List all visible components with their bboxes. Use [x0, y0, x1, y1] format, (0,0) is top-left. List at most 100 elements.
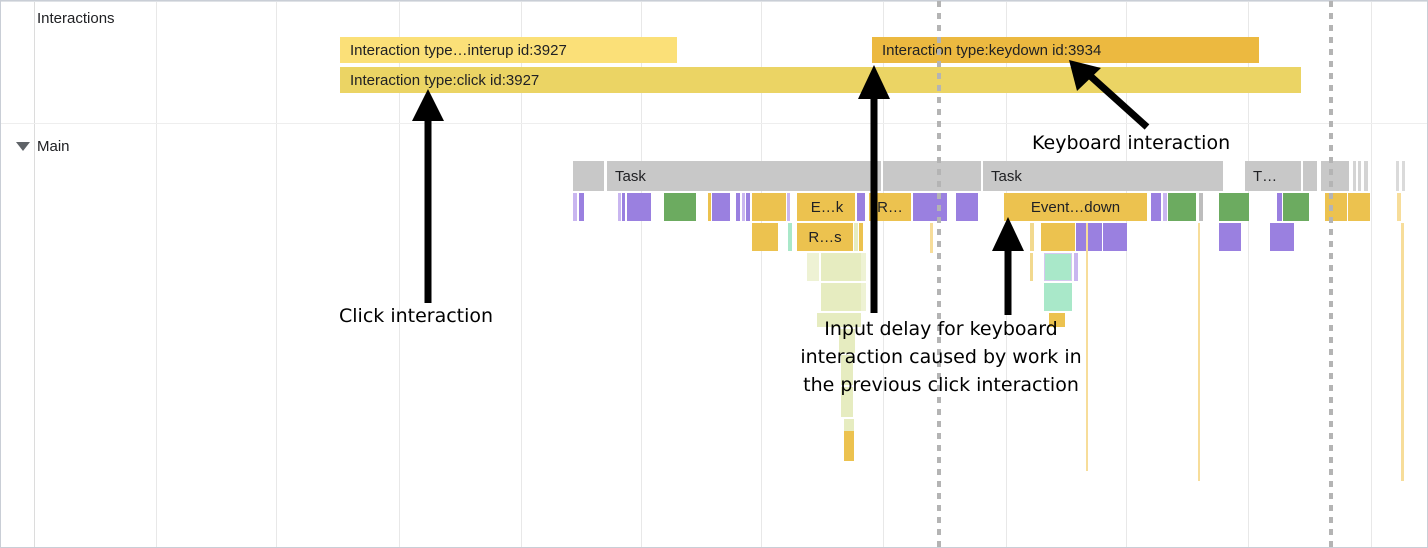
event-bar[interactable]	[857, 193, 865, 221]
event-label: R…	[877, 198, 903, 216]
event-bar[interactable]	[913, 193, 947, 221]
stack-bar[interactable]	[1198, 223, 1200, 481]
task-bar[interactable]	[1358, 161, 1361, 191]
event-bar[interactable]	[854, 223, 858, 251]
stack-bar[interactable]	[841, 387, 853, 417]
task-bar[interactable]	[1303, 161, 1317, 191]
task-bar[interactable]	[883, 161, 981, 191]
interaction-label: Interaction type:keydown id:3934	[882, 41, 1102, 59]
interaction-bar-pointerup[interactable]: Interaction type…interup id:3927	[340, 37, 677, 63]
event-bar[interactable]	[664, 193, 696, 221]
task-bar[interactable]	[1396, 161, 1399, 191]
task-bar[interactable]	[1321, 161, 1349, 191]
event-bar[interactable]	[618, 193, 621, 221]
task-bar[interactable]	[1402, 161, 1405, 191]
annotation-keyboard-interaction: Keyboard interaction	[1032, 132, 1231, 154]
event-bar[interactable]	[1270, 223, 1294, 251]
stack-bar[interactable]	[1049, 313, 1065, 327]
stack-bar[interactable]	[839, 329, 855, 353]
gridline	[1248, 1, 1249, 547]
event-bar[interactable]	[1168, 193, 1196, 221]
event-bar[interactable]	[573, 193, 577, 221]
event-bar[interactable]	[712, 193, 730, 221]
gridline	[1126, 1, 1127, 547]
gridline	[156, 1, 157, 547]
stack-bar[interactable]	[817, 313, 861, 327]
gridline	[34, 1, 35, 547]
interaction-bar-click[interactable]: Interaction type:click id:3927	[340, 67, 1301, 93]
stack-bar[interactable]	[1044, 253, 1072, 281]
event-bar[interactable]	[1041, 223, 1075, 251]
task-bar[interactable]: Task	[983, 161, 1223, 191]
stack-bar[interactable]	[930, 223, 933, 253]
panel-top-edge	[1, 1, 1427, 2]
stack-bar[interactable]	[1074, 253, 1078, 281]
event-bar[interactable]	[1199, 193, 1203, 221]
event-bar[interactable]	[1103, 223, 1127, 251]
arrow-keyboard-interaction	[1069, 60, 1150, 130]
event-bar[interactable]	[742, 193, 745, 221]
task-bar[interactable]	[1353, 161, 1356, 191]
event-bar[interactable]	[1348, 193, 1370, 221]
gridline	[276, 1, 277, 547]
event-bar-pointerup-label[interactable]: E…k	[799, 193, 855, 221]
chevron-down-icon[interactable]	[16, 142, 30, 151]
stack-bar[interactable]	[1401, 223, 1404, 481]
event-bar[interactable]	[1219, 193, 1249, 221]
event-bar[interactable]	[1397, 193, 1401, 221]
track-title-interactions[interactable]: Interactions	[37, 10, 115, 27]
task-label: T…	[1253, 167, 1278, 185]
task-bar[interactable]	[573, 161, 605, 191]
interaction-bar-keydown[interactable]: Interaction type:keydown id:3934	[872, 37, 1259, 63]
stack-bar[interactable]	[1086, 223, 1088, 471]
task-bar[interactable]	[1364, 161, 1368, 191]
event-bar[interactable]	[708, 193, 711, 221]
event-bar[interactable]	[859, 223, 863, 251]
event-bar[interactable]	[787, 193, 790, 221]
stack-bar[interactable]	[841, 355, 853, 385]
gridline	[761, 1, 762, 547]
event-bar[interactable]	[736, 193, 740, 221]
track-divider	[1, 123, 1427, 124]
task-label: Task	[991, 167, 1022, 185]
stack-bar[interactable]	[821, 283, 861, 311]
event-bar[interactable]	[1163, 193, 1167, 221]
event-bar[interactable]	[1219, 223, 1241, 251]
stack-bar[interactable]	[861, 253, 866, 281]
gridline	[641, 1, 642, 547]
track-title-main[interactable]: Main	[37, 138, 70, 155]
stack-bar[interactable]	[807, 253, 819, 281]
event-bar[interactable]	[1030, 223, 1034, 251]
task-label: Task	[615, 167, 646, 185]
event-bar[interactable]	[579, 193, 584, 221]
event-bar[interactable]	[752, 193, 786, 221]
event-bar[interactable]	[788, 223, 792, 251]
arrow-click-interaction	[412, 89, 444, 303]
event-bar[interactable]	[1076, 223, 1102, 251]
event-bar[interactable]	[752, 223, 778, 251]
event-bar[interactable]	[1151, 193, 1161, 221]
event-bar[interactable]	[1277, 193, 1282, 221]
gridline	[1371, 1, 1372, 547]
stack-bar[interactable]	[821, 253, 861, 281]
interaction-label: Interaction type…interup id:3927	[350, 41, 567, 59]
stack-bar[interactable]	[1030, 253, 1033, 281]
event-bar[interactable]	[1283, 193, 1309, 221]
event-bar[interactable]	[622, 193, 625, 221]
task-bar[interactable]: Task	[607, 161, 871, 191]
event-label: R…s	[808, 228, 842, 246]
event-bar[interactable]	[627, 193, 651, 221]
task-bar[interactable]: T…	[1245, 161, 1301, 191]
stack-bar[interactable]	[1044, 283, 1072, 311]
event-bar[interactable]	[746, 193, 750, 221]
event-label: Event…down	[1030, 198, 1121, 216]
stack-bar[interactable]	[844, 431, 854, 461]
event-bar-keydown[interactable]: Event…down	[1004, 193, 1147, 221]
gridline	[399, 1, 400, 547]
event-bar[interactable]	[956, 193, 978, 221]
gridline	[883, 1, 884, 547]
stack-bar[interactable]	[861, 283, 866, 311]
marker-line-2	[1329, 1, 1333, 547]
event-bar-r2[interactable]: R…s	[797, 223, 853, 251]
